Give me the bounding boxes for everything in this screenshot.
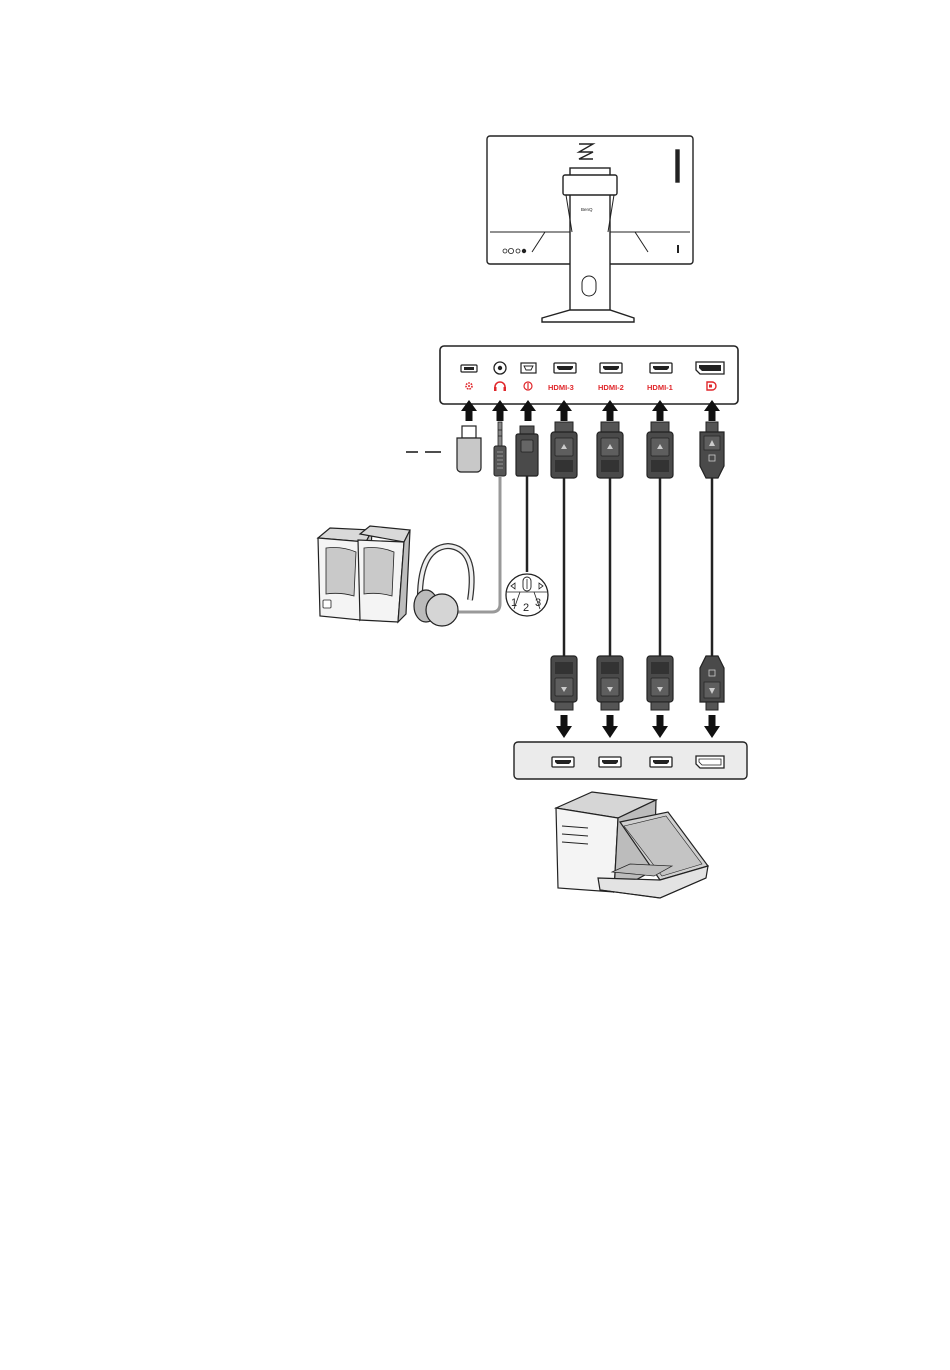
controller-puck: 1 2 3 [506, 574, 548, 616]
hdmi-connector-tip-top [651, 422, 669, 432]
connector-band [601, 662, 619, 674]
hdmi-connector-tip-bottom [651, 702, 669, 710]
connector-band [555, 460, 573, 472]
connector-band [555, 662, 573, 674]
down-arrow-2 [602, 715, 618, 738]
pc-hdmi-port-1 [552, 757, 574, 767]
hdmi3-label: HDMI-3 [548, 383, 574, 392]
puck-digit-3: 3 [535, 597, 541, 609]
displayport-cable [700, 422, 724, 710]
pc-port-panel [514, 742, 747, 779]
hdmi2-port [600, 363, 622, 373]
connector-band [651, 460, 669, 472]
down-arrow-1 [556, 715, 572, 738]
dp-connector-tip-bottom [706, 702, 718, 710]
usb-service-stick [406, 426, 481, 472]
connector-band [601, 460, 619, 472]
down-arrows [556, 715, 720, 738]
monitor-rear-view: BenQ [487, 136, 693, 322]
hdmi-cable-3 [647, 422, 673, 710]
displayport-port [696, 362, 724, 374]
dp-connector-tip-top [706, 422, 718, 432]
hdmi-connector-tip-top [555, 422, 573, 432]
down-arrow-4 [704, 715, 720, 738]
puck-digit-1: 1 [511, 597, 517, 609]
pc-hdmi-port-2 [599, 757, 621, 767]
hdmi1-port [650, 363, 672, 373]
puck-digit-2: 2 [523, 602, 529, 614]
speakers [318, 526, 410, 622]
connector-band [651, 662, 669, 674]
hdmi3-port [554, 363, 576, 373]
headphones [414, 546, 472, 626]
monitor-port-panel: HDMI-3 HDMI-2 HDMI-1 [440, 346, 738, 404]
hdmi-connector-tip-bottom [555, 702, 573, 710]
hdmi-connector-tip-bottom [601, 702, 619, 710]
hdmi2-label: HDMI-2 [598, 383, 624, 392]
video-cables [551, 422, 724, 710]
hdmi-cable-2 [597, 422, 623, 710]
down-arrow-3 [652, 715, 668, 738]
controller-port [521, 363, 536, 373]
controller-cable [516, 426, 538, 572]
hdmi1-label: HDMI-1 [647, 383, 673, 392]
service-port [461, 365, 477, 372]
hdmi-cable-1 [551, 422, 577, 710]
pc-hdmi-port-3 [650, 757, 672, 767]
hdmi-connector-tip-top [601, 422, 619, 432]
headphone-port [494, 362, 506, 374]
pc-displayport-port [696, 756, 724, 768]
brand-logo-text: BenQ [581, 207, 593, 212]
